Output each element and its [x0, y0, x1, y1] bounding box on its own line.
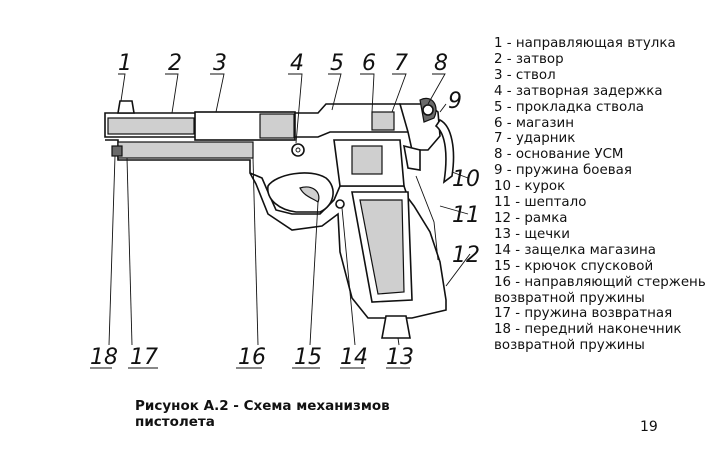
legend-item: 10 - курок [494, 179, 566, 195]
legend-item: 7 - ударник [494, 131, 576, 147]
legend-item: 13 - щечки [494, 226, 570, 242]
callout-13: 13 [386, 345, 414, 370]
callout-6: 6 [362, 51, 376, 76]
callout-15: 15 [294, 345, 322, 370]
legend-item: 16 - направляющий стержень возвратной пр… [494, 274, 706, 306]
magazine-cartridges [359, 199, 405, 295]
magazine-catch [335, 199, 345, 209]
legend-item: 14 - защелка магазина [494, 242, 657, 258]
callout-12: 12 [452, 243, 480, 268]
callout-17: 17 [130, 345, 158, 370]
legend-item: 4 - затворная задержка [494, 83, 663, 99]
legend-item: 12 - рамка [494, 210, 568, 226]
callout-3: 3 [213, 51, 227, 76]
callout-11: 11 [452, 203, 480, 228]
callout-4: 4 [290, 51, 304, 76]
magazine-baseplate [381, 315, 411, 339]
grip-back [434, 118, 455, 184]
callout-16: 16 [238, 345, 266, 370]
hammer-pin [422, 104, 434, 116]
legend-item: 15 - крючок спусковой [494, 258, 654, 274]
mainspring [415, 175, 439, 261]
slide-stop-pin [295, 147, 301, 153]
parts-legend: 1 - направляющая втулка 2 - затвор 3 - с… [494, 36, 714, 354]
trigger-guard [267, 172, 334, 213]
slide-front-shading [107, 117, 195, 135]
legend-item: 3 - ствол [494, 67, 556, 83]
firing-pin [371, 111, 395, 131]
front-sight [117, 100, 135, 114]
legend-item: 5 - прокладка ствола [494, 99, 644, 115]
callout-18: 18 [90, 345, 118, 370]
callout-14: 14 [340, 345, 368, 370]
frame [105, 139, 447, 319]
sear [402, 144, 421, 171]
slide-stop [291, 143, 305, 157]
barrel-breech [259, 113, 295, 139]
legend-item: 2 - затвор [494, 51, 564, 67]
figure-caption: Рисунок А.2 - Схема механизмов пистолета [135, 398, 390, 430]
legend-item: 1 - направляющая втулка [494, 36, 676, 51]
recoil-spring [117, 141, 254, 159]
legend-item: 11 - шептало [494, 195, 587, 211]
callout-1: 1 [118, 51, 132, 76]
callout-numbers: 1 2 3 4 5 6 7 8 9 10 11 12 13 14 15 16 1… [90, 51, 480, 370]
magazine-window [351, 145, 383, 175]
legend-item: 18 - передний наконечник возвратной пруж… [494, 322, 682, 354]
leader-lines [90, 73, 471, 369]
legend-item: 6 - магазин [494, 115, 574, 131]
callout-7: 7 [394, 51, 408, 76]
page-number: 19 [640, 419, 658, 435]
recoil-spring-front-cap [111, 145, 123, 157]
legend-item: 9 - пружина боевая [494, 163, 632, 179]
legend-item: 8 - основание УСМ [494, 147, 624, 163]
callout-10: 10 [452, 167, 480, 192]
legend-item: 17 - пружина возвратная [494, 306, 673, 322]
callout-9: 9 [448, 89, 462, 114]
callout-8: 8 [434, 51, 448, 76]
pistol-drawing [104, 97, 455, 339]
callout-5: 5 [330, 51, 344, 76]
callout-2: 2 [168, 51, 182, 76]
